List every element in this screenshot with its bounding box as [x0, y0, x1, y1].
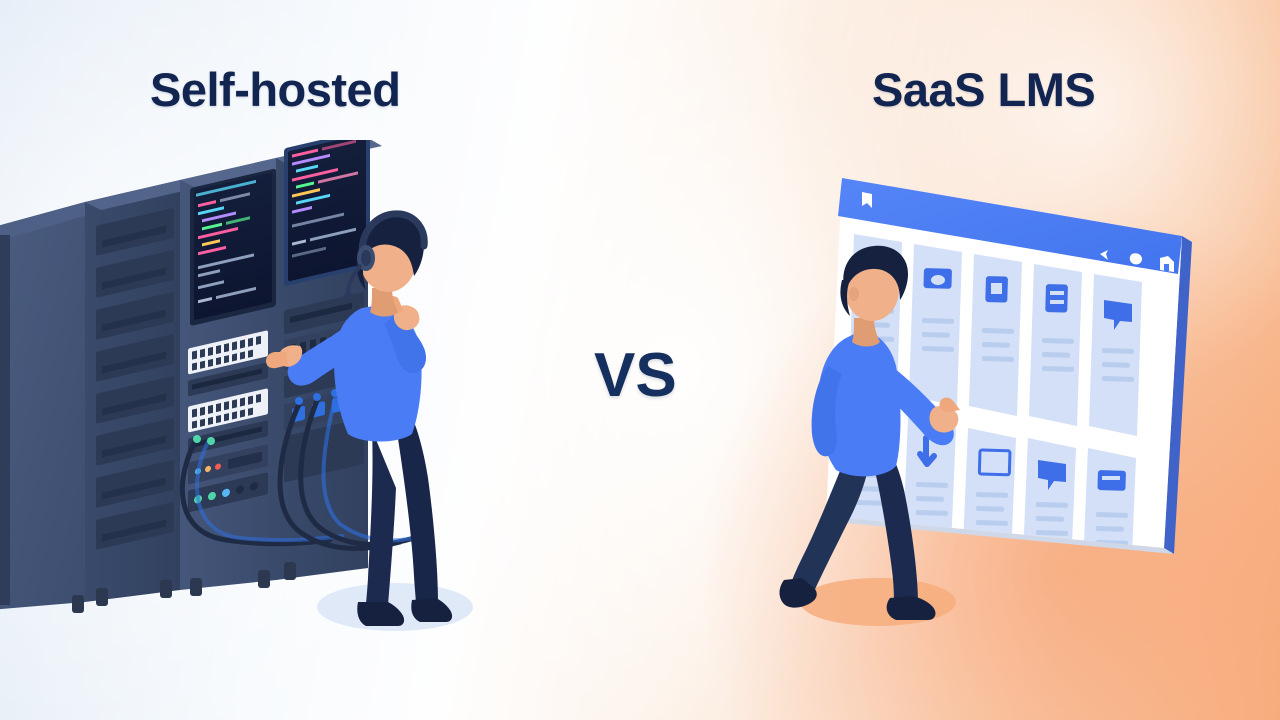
chat-bubble-icon — [1038, 460, 1066, 490]
saas-user-figure — [779, 245, 960, 620]
card-icon — [1097, 470, 1126, 491]
card-r1c3[interactable] — [969, 254, 1022, 416]
technician-figure — [266, 210, 453, 626]
card-r2c4[interactable] — [1023, 438, 1076, 568]
terminal-screen-2 — [284, 140, 370, 286]
self-hosted-illustration — [0, 140, 473, 631]
tag-icon — [1129, 253, 1142, 265]
card-r2c2[interactable] — [903, 418, 956, 548]
rack-left — [85, 180, 196, 606]
card-r1c5[interactable] — [1089, 274, 1142, 436]
rack-center — [180, 158, 292, 596]
card-r2c3[interactable] — [963, 428, 1016, 558]
terminal-screen-1 — [190, 168, 276, 326]
saas-lms-illustration — [779, 178, 1192, 626]
versus-label: VS — [594, 341, 677, 410]
document-icon — [1045, 284, 1068, 313]
page-title-left: Self-hosted — [150, 63, 401, 116]
card-r1c2[interactable] — [909, 244, 962, 406]
bookmark-icon — [862, 192, 872, 208]
frame-icon — [977, 448, 1012, 477]
back-chevron-icon — [1100, 250, 1108, 260]
chat-bubble-icon — [1104, 300, 1132, 330]
card-r1c4[interactable] — [1029, 264, 1082, 426]
page-title-right: SaaS LMS — [872, 63, 1096, 116]
headset-icon — [343, 210, 428, 300]
download-icon — [917, 435, 937, 467]
vent-grilles-left — [102, 225, 166, 542]
card-r2c5[interactable] — [1083, 448, 1136, 578]
rack-far-left — [0, 202, 105, 613]
titlebar-controls[interactable] — [1100, 250, 1174, 272]
